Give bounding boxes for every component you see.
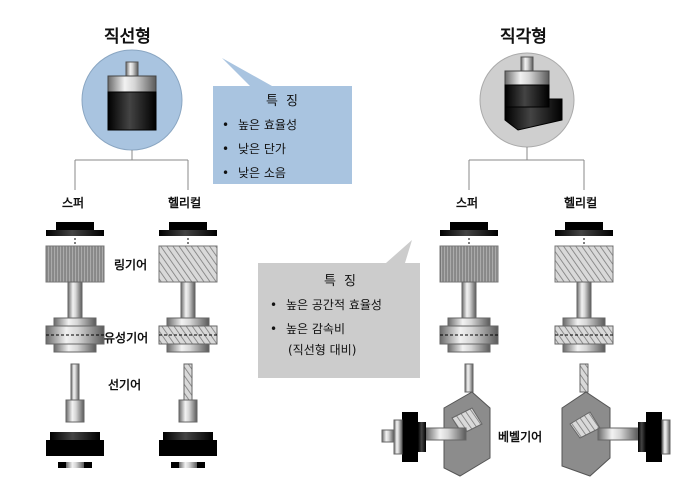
- bevel-gear-label: 베벨기어: [498, 430, 543, 444]
- inline-spur-stack: [45, 222, 105, 468]
- feature-item: 높은 공간적 효율성: [266, 293, 416, 317]
- right-spur-stack: [381, 222, 499, 477]
- planetary-gear-label: 유성기어: [104, 331, 149, 345]
- right-angle-type-title: 직각형: [500, 27, 547, 47]
- feature-item: 높은 효율성: [218, 113, 348, 137]
- right-helical-stack: [554, 222, 671, 477]
- inline-motor-circle: [81, 49, 183, 151]
- right-spur-label: 스퍼: [456, 196, 479, 210]
- inline-helical-label: 헬리컬: [168, 196, 202, 210]
- right-helical-label: 헬리컬: [564, 196, 598, 210]
- callout-right-angle: 특 징 높은 공간적 효율성 높은 감속비 (직선형 대비): [266, 270, 416, 358]
- inline-spur-label: 스퍼: [62, 196, 85, 210]
- right-angle-motor-circle: [479, 52, 575, 148]
- feature-item: 낮은 소음: [218, 161, 348, 185]
- callout-right-angle-list: 높은 공간적 효율성 높은 감속비: [266, 293, 416, 341]
- feature-item: 낮은 단가: [218, 137, 348, 161]
- inline-connector: [74, 150, 189, 190]
- right-angle-connector: [468, 147, 585, 190]
- feature-item: 높은 감속비: [266, 317, 416, 341]
- callout-right-angle-note: (직선형 대비): [288, 343, 357, 357]
- ring-gear-label: 링기어: [114, 258, 148, 272]
- inline-helical-stack: [158, 222, 218, 468]
- inline-type-title: 직선형: [104, 27, 151, 47]
- callout-inline-title: 특 징: [265, 94, 301, 109]
- callout-right-angle-title: 특 징: [323, 274, 359, 289]
- callout-inline: 특 징 높은 효율성 낮은 단가 낮은 소음: [218, 90, 348, 185]
- sun-gear-label: 선기어: [108, 378, 142, 392]
- callout-inline-list: 높은 효율성 낮은 단가 낮은 소음: [218, 113, 348, 185]
